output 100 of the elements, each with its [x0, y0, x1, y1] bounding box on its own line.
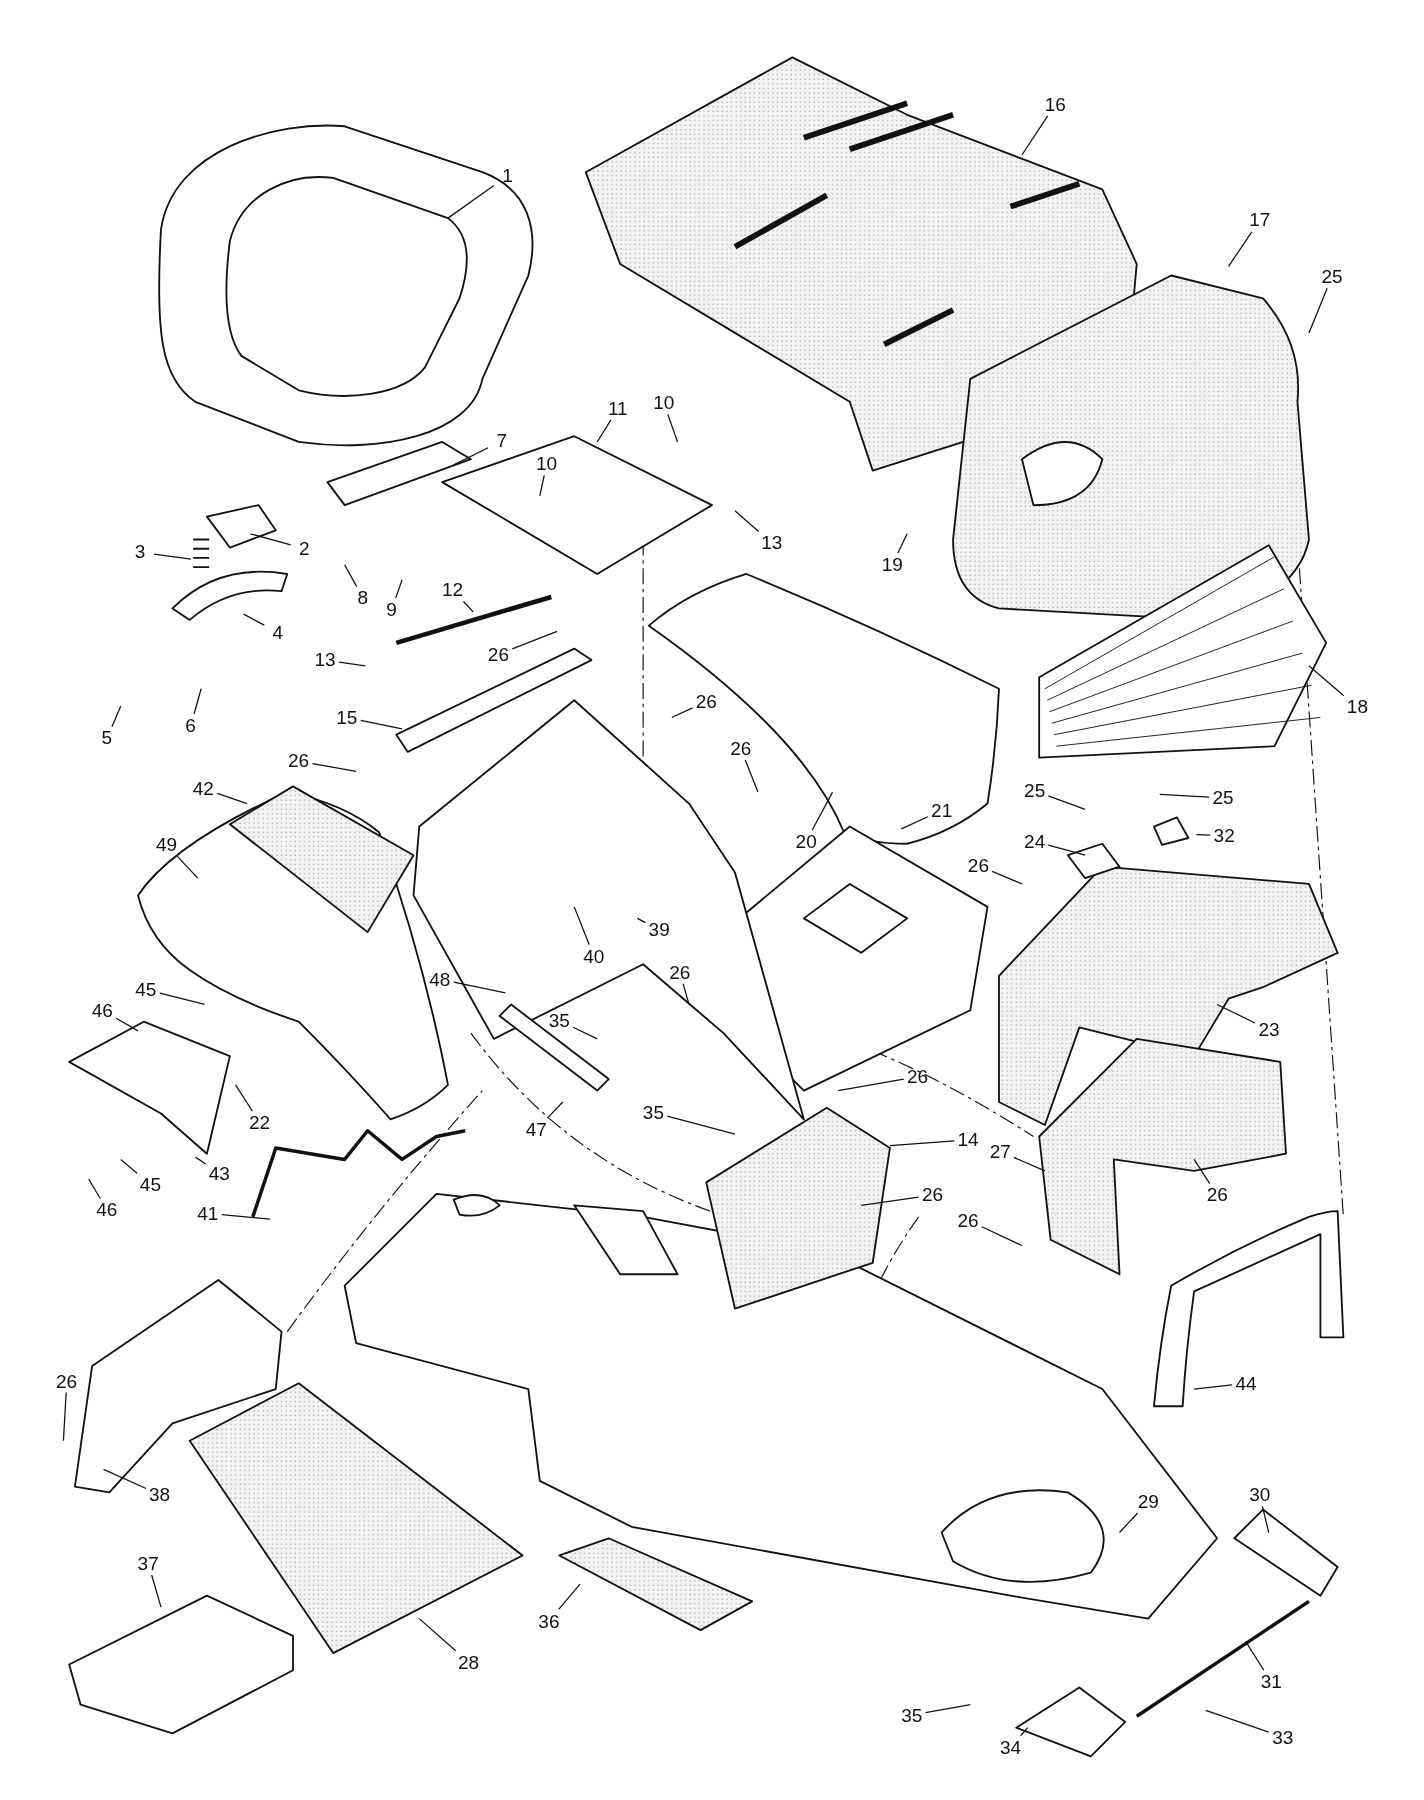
leader-line — [1013, 1156, 1046, 1172]
leader-line — [596, 419, 612, 443]
leader-line — [1193, 1158, 1211, 1185]
callout-number: 37 — [136, 1554, 160, 1575]
leader-line — [1159, 793, 1210, 798]
callout-number: 32 — [1212, 826, 1236, 846]
callout-number: 13 — [313, 650, 337, 671]
leader-line — [837, 1078, 905, 1092]
callout-number: 12 — [440, 580, 464, 601]
callout-number: 21 — [930, 800, 954, 821]
callout-number: 10 — [535, 453, 559, 474]
leader-line — [539, 474, 545, 497]
leader-line — [344, 564, 358, 588]
callout-number: 26 — [668, 962, 692, 983]
leader-line — [120, 1158, 138, 1174]
callout-number: 26 — [966, 855, 990, 876]
leader-line — [243, 613, 265, 626]
leader-line — [194, 1156, 207, 1165]
leader-line — [151, 1574, 162, 1608]
leader-line — [1308, 287, 1328, 334]
leader-line — [453, 447, 489, 466]
callout-number: 45 — [134, 979, 158, 1000]
leader-line — [159, 992, 206, 1006]
leader-line — [897, 533, 908, 554]
leader-line — [1193, 1384, 1233, 1390]
callout-number: 28 — [456, 1652, 481, 1673]
leader-line — [249, 533, 292, 546]
leader-line — [1216, 1003, 1256, 1024]
leader-line — [558, 1583, 581, 1611]
leader-line — [338, 661, 366, 667]
callout-number: 26 — [694, 691, 718, 712]
leader-line — [418, 1618, 457, 1652]
callout-number: 40 — [582, 946, 606, 967]
callout-number: 15 — [335, 707, 359, 728]
leader-line — [734, 510, 760, 533]
leader-line — [671, 707, 694, 719]
callout-number: 44 — [1234, 1373, 1258, 1394]
callout-number: 26 — [55, 1371, 79, 1392]
callout-number: 26 — [486, 644, 510, 665]
callout-number: 35 — [641, 1102, 665, 1123]
callout-number: 34 — [999, 1737, 1023, 1758]
callout-number: 10 — [652, 393, 676, 414]
leader-line — [176, 855, 199, 879]
callout-number: 26 — [1205, 1185, 1229, 1206]
callout-number: 25 — [1211, 788, 1235, 809]
leader-line — [511, 630, 558, 650]
callout-number: 1 — [501, 165, 514, 186]
leader-line — [1019, 1727, 1029, 1737]
callout-number: 7 — [495, 430, 509, 451]
leader-line — [572, 1026, 598, 1040]
callout-number: 11 — [606, 398, 629, 419]
callout-number: 25 — [1023, 781, 1047, 802]
leader-line — [682, 983, 690, 1006]
callout-number: 2 — [298, 538, 311, 559]
leader-line — [395, 579, 403, 599]
leader-line — [62, 1391, 67, 1442]
leader-line — [115, 1017, 139, 1032]
callout-number: 39 — [647, 920, 671, 941]
callout-number: 36 — [537, 1611, 561, 1632]
leader-line — [1308, 665, 1345, 697]
callout-number: 9 — [385, 599, 398, 620]
callout-number: 26 — [287, 751, 311, 772]
callout-number: 8 — [356, 588, 370, 609]
callout-number: 46 — [90, 1000, 114, 1021]
leader-line — [981, 1226, 1023, 1247]
leader-line — [360, 719, 403, 730]
leader-line — [811, 791, 834, 831]
leader-line — [462, 600, 474, 613]
leader-line — [991, 870, 1023, 885]
callout-number: 17 — [1248, 210, 1272, 231]
leader-line — [744, 759, 759, 793]
leader-line — [1118, 1512, 1139, 1534]
leader-line — [666, 1115, 736, 1135]
leader-line — [1047, 844, 1086, 856]
callout-number: 4 — [271, 622, 285, 643]
callout-number: 19 — [880, 555, 904, 575]
callout-number: 49 — [154, 835, 179, 856]
callout-number: 29 — [1136, 1492, 1160, 1513]
callout-number: 48 — [428, 969, 452, 990]
leader-line — [900, 816, 929, 830]
callout-number: 41 — [196, 1203, 220, 1224]
leader-line — [447, 184, 495, 219]
leader-line — [216, 792, 248, 805]
leader-line — [453, 981, 506, 994]
leader-line — [1021, 115, 1049, 156]
callout-number: 43 — [207, 1163, 231, 1184]
leader-line — [636, 917, 647, 924]
leader-line — [1205, 1709, 1270, 1733]
leader-line — [1261, 1505, 1270, 1534]
leader-line — [1047, 795, 1086, 810]
callout-number: 26 — [956, 1210, 980, 1231]
leader-line — [193, 688, 202, 715]
callout-number: 45 — [138, 1175, 162, 1196]
callout-number: 24 — [1023, 831, 1047, 852]
leader-line — [573, 906, 590, 946]
callout-number: 22 — [247, 1113, 272, 1134]
callout-number: 25 — [1320, 266, 1344, 287]
leader-line — [546, 1101, 564, 1119]
callout-number: 26 — [729, 738, 753, 759]
callout-number: 33 — [1271, 1727, 1295, 1748]
